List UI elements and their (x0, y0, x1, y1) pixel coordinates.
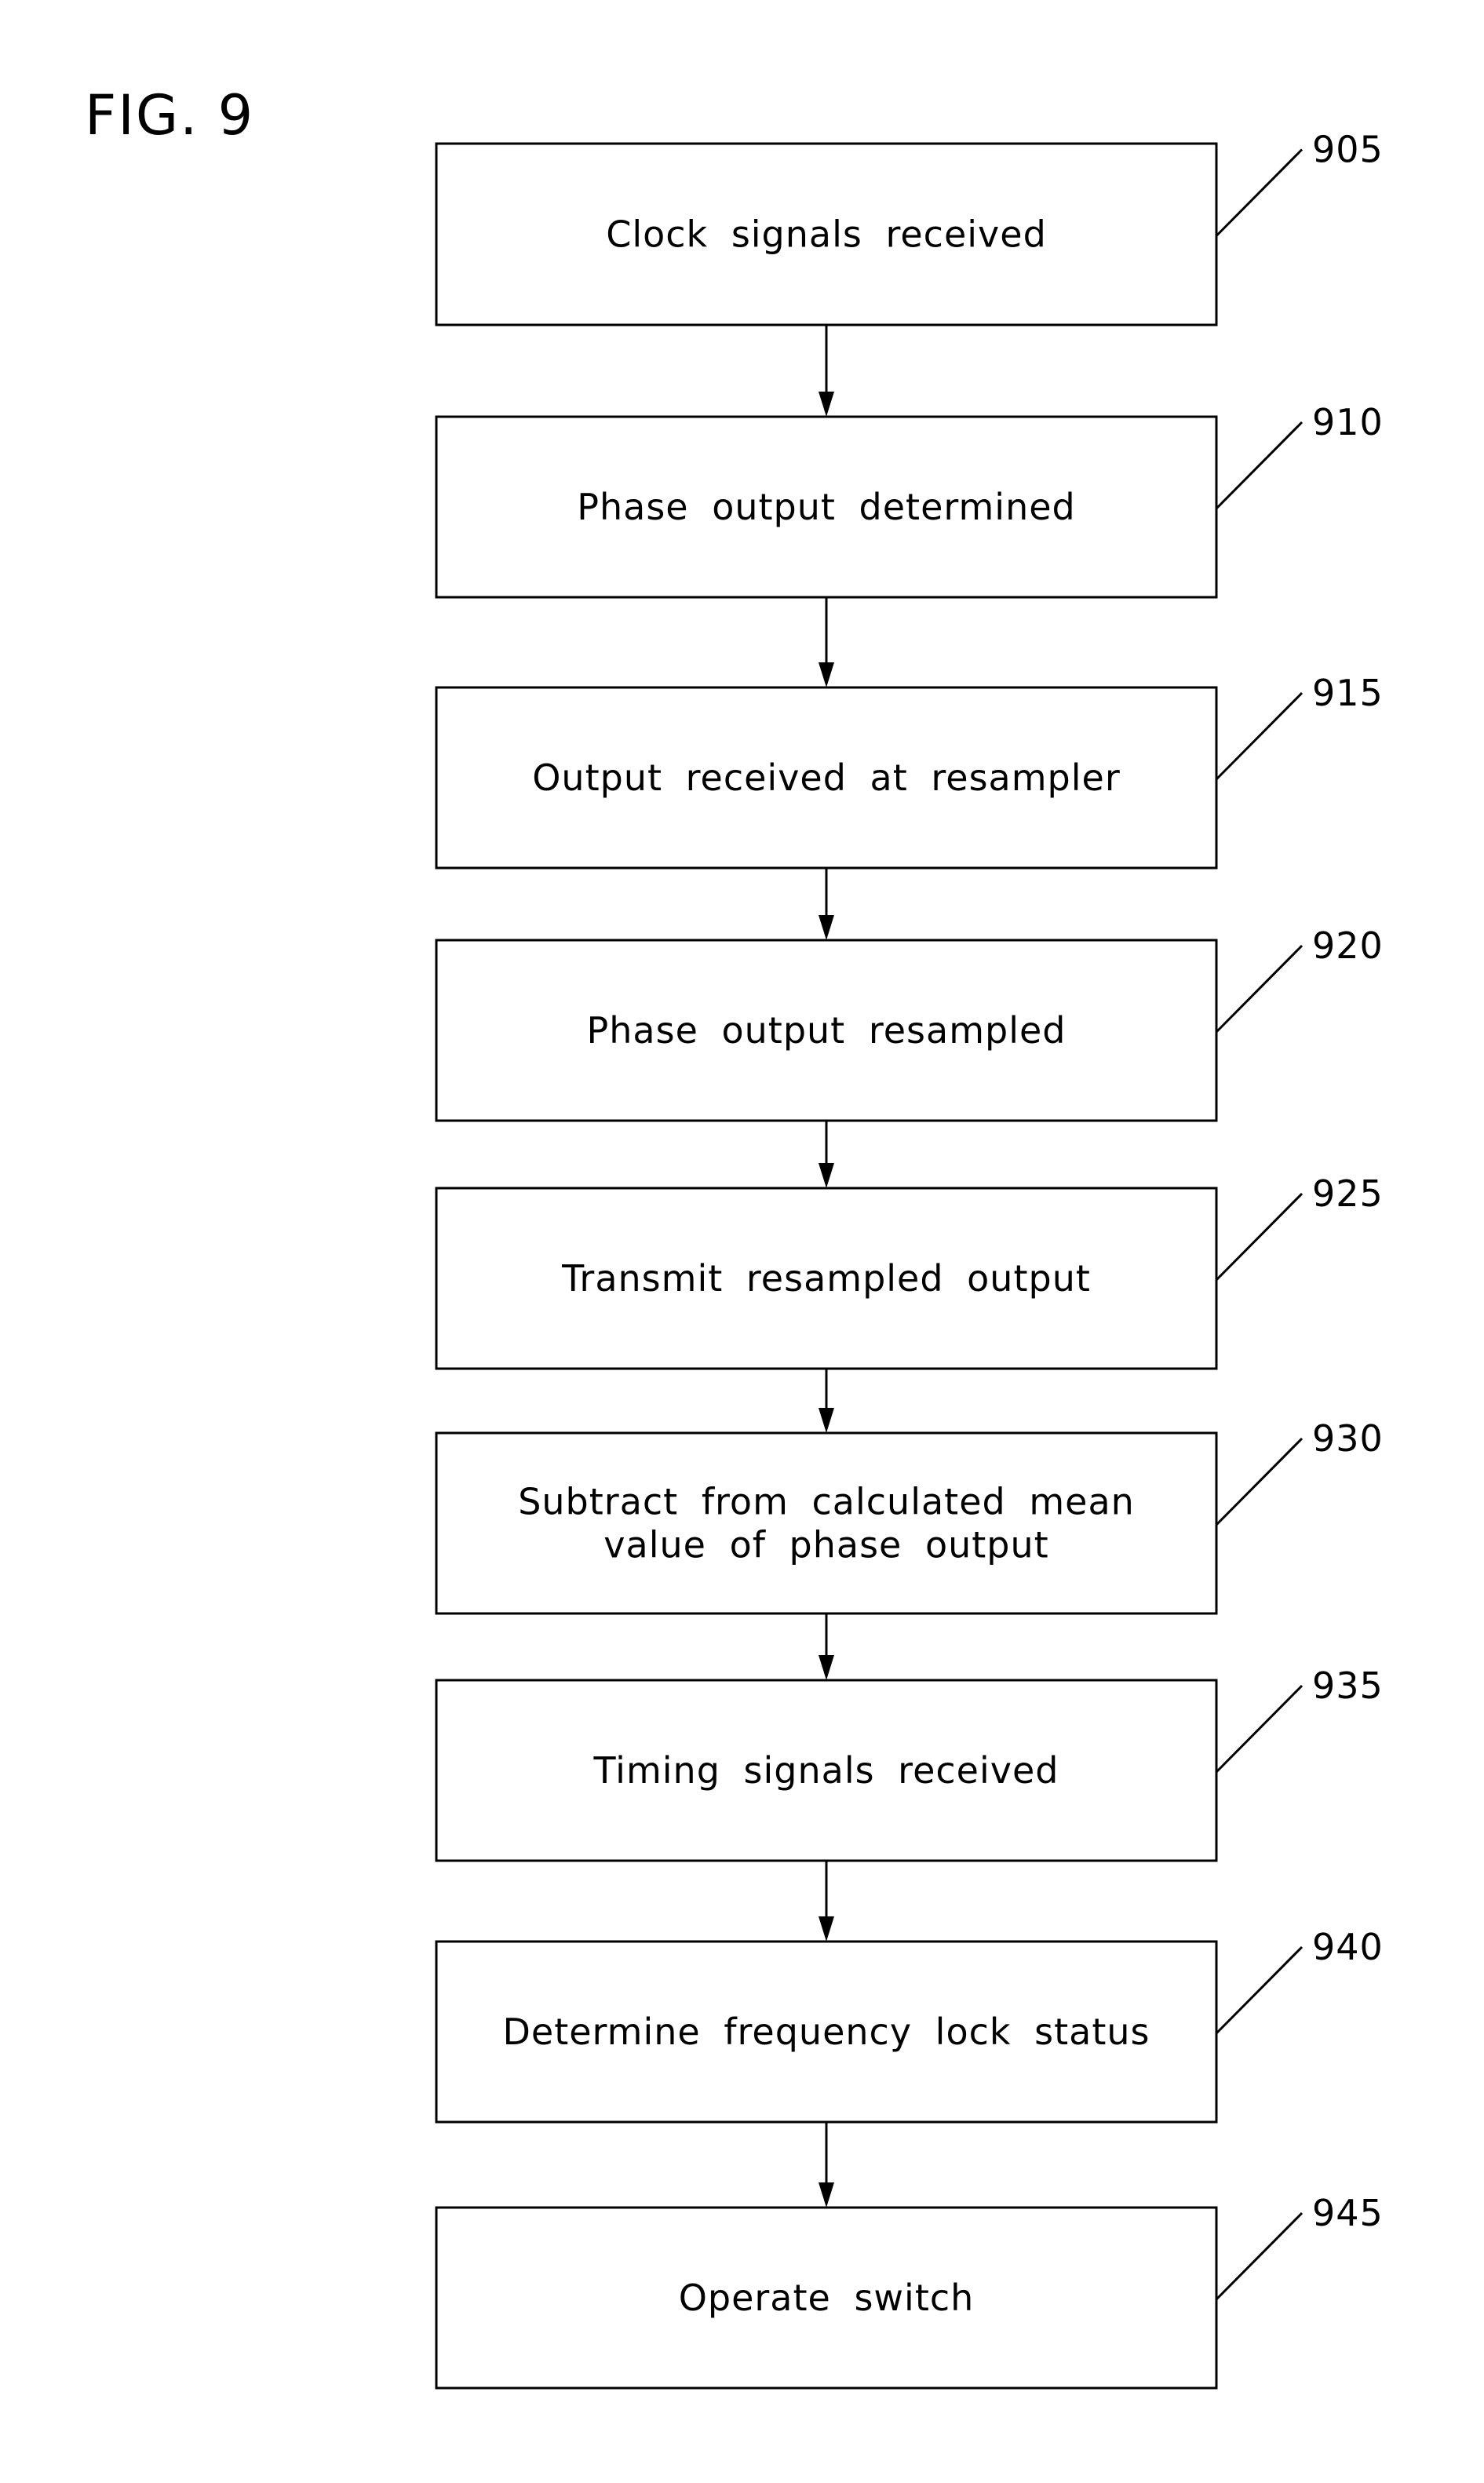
leader-line (1216, 1438, 1302, 1525)
arrow-connector (819, 1861, 834, 1942)
arrowhead-icon (819, 1655, 834, 1680)
leader-line (1216, 1194, 1302, 1280)
leader-line (1216, 1947, 1302, 2033)
arrow-connector (819, 2122, 834, 2208)
step-925: Transmit resampled output 925 (436, 1172, 1384, 1369)
step-label: Timing signals received (593, 1749, 1059, 1792)
arrowhead-icon (819, 2182, 834, 2208)
arrowhead-icon (819, 662, 834, 687)
leader-line (1216, 946, 1302, 1032)
step-label: Phase output resampled (587, 1009, 1067, 1052)
step-label: Phase output determined (577, 486, 1076, 528)
reference-numeral: 945 (1312, 2192, 1384, 2234)
step-label: Operate switch (679, 2277, 975, 2319)
step-935: Timing signals received 935 (436, 1664, 1384, 1861)
step-label: value of phase output (603, 1524, 1048, 1566)
arrow-connector (819, 1613, 834, 1680)
arrow-connector (819, 1369, 834, 1433)
step-915: Output received at resampler 915 (436, 672, 1384, 868)
reference-numeral: 915 (1312, 672, 1384, 714)
step-label: Clock signals received (606, 213, 1047, 256)
step-label: Transmit resampled output (561, 1257, 1091, 1300)
step-label: Output received at resampler (532, 757, 1121, 799)
leader-line (1216, 1686, 1302, 1772)
arrow-connector (819, 868, 834, 940)
arrowhead-icon (819, 1916, 834, 1942)
step-boxes: Clock signals received 905Phase output de… (436, 129, 1384, 2389)
step-label: Subtract from calculated mean (518, 1481, 1135, 1523)
reference-numeral: 940 (1312, 1926, 1384, 1968)
reference-numeral: 910 (1312, 401, 1384, 443)
reference-numeral: 930 (1312, 1417, 1384, 1460)
arrow-connector (819, 597, 834, 687)
step-920: Phase output resampled 920 (436, 924, 1384, 1121)
step-905: Clock signals received 905 (436, 129, 1384, 326)
reference-numeral: 935 (1312, 1664, 1384, 1707)
step-940: Determine frequency lock status 940 (436, 1926, 1384, 2122)
step-910: Phase output determined 910 (436, 401, 1384, 597)
step-945: Operate switch 945 (436, 2192, 1384, 2388)
arrow-connector (819, 1121, 834, 1188)
arrowhead-icon (819, 915, 834, 940)
arrow-connector (819, 325, 834, 417)
step-930: Subtract from calculated meanvalue of ph… (436, 1417, 1384, 1613)
reference-numeral: 920 (1312, 924, 1384, 967)
arrowhead-icon (819, 392, 834, 417)
leader-line (1216, 693, 1302, 779)
step-label: Determine frequency lock status (503, 2011, 1150, 2053)
leader-line (1216, 2213, 1302, 2299)
leader-line (1216, 422, 1302, 509)
arrowhead-icon (819, 1408, 834, 1433)
reference-numeral: 925 (1312, 1172, 1384, 1215)
arrowhead-icon (819, 1163, 834, 1188)
leader-line (1216, 150, 1302, 236)
reference-numeral: 905 (1312, 129, 1384, 171)
